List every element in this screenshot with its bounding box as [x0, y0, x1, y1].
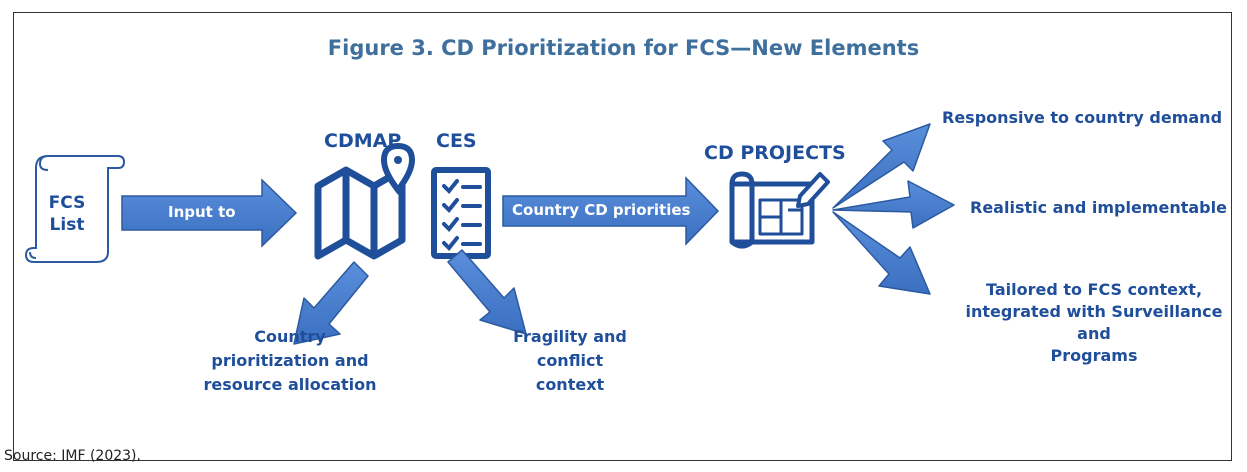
- fragility-label: Fragility and conflict context: [513, 327, 627, 394]
- priorities-arrow: [502, 176, 720, 246]
- outcome-tailored: Tailored to FCS context, integrated with…: [965, 280, 1223, 365]
- source-note: Source: IMF (2023).: [4, 448, 141, 464]
- blueprint-icon: [729, 171, 830, 249]
- fcs-list-label: FCS List: [48, 193, 86, 235]
- arrow-to-realistic: [832, 180, 955, 229]
- cdmap-label: CDMAP: [324, 130, 402, 152]
- arrow-to-responsive: [832, 123, 931, 209]
- cd-projects-label: CD PROJECTS: [704, 142, 846, 164]
- arrow-to-fragility: [447, 249, 527, 335]
- checklist-icon: [431, 167, 491, 259]
- arrow-to-tailored: [832, 211, 931, 295]
- location-pin-icon: [380, 142, 416, 195]
- figure-title: Figure 3. CD Prioritization for FCS—New …: [327, 36, 920, 60]
- figure-frame: [13, 12, 1232, 461]
- outcome-realistic: Realistic and implementable: [970, 198, 1227, 217]
- outcome-responsive: Responsive to country demand: [942, 108, 1223, 127]
- country-prioritization-label: Country prioritization and resource allo…: [203, 327, 377, 394]
- scroll-icon: [24, 155, 126, 263]
- input-to-label: Input to: [168, 203, 236, 221]
- input-arrow: [121, 178, 298, 248]
- ces-label: CES: [436, 130, 477, 152]
- country-cd-priorities-label: Country CD priorities: [512, 201, 691, 219]
- outcome-arrows: [832, 123, 955, 295]
- arrow-to-country-prioritization: [293, 261, 369, 345]
- map-icon: [314, 166, 406, 260]
